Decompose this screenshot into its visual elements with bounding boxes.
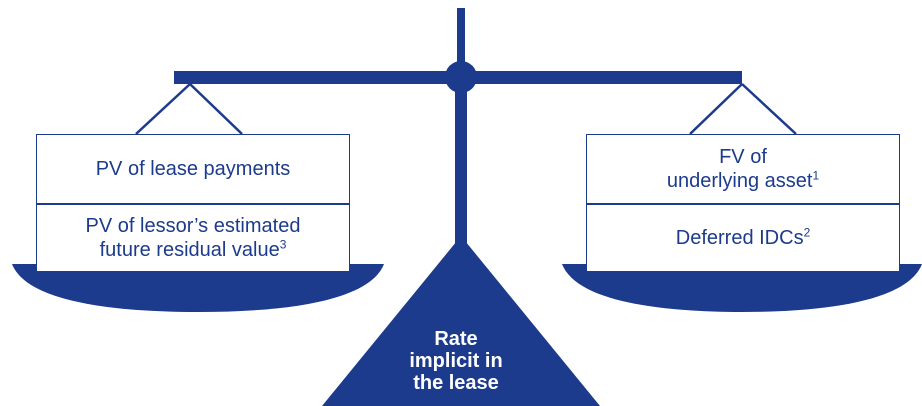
right-top-box-line2: underlying asset: [666, 170, 813, 192]
fulcrum-label-line3: the lease: [413, 372, 499, 394]
right-hanger: [689, 83, 797, 135]
left-hanger: [135, 83, 243, 135]
fulcrum-label: Rate implicit in the lease: [382, 328, 530, 394]
right-top-box: FV of underlying asset1: [586, 134, 900, 204]
right-top-box-line1: FV of: [719, 146, 767, 168]
left-bottom-box-line2: future residual value: [99, 239, 280, 261]
footnote-3: 3: [279, 237, 287, 252]
fulcrum-label-line2: implicit in: [409, 350, 503, 372]
left-top-box: PV of lease payments: [36, 134, 350, 204]
scale-finial: [457, 8, 465, 68]
fulcrum-label-line1: Rate: [434, 328, 478, 350]
left-pan: [12, 264, 384, 312]
footnote-2: 2: [803, 225, 811, 240]
fulcrum: [322, 236, 600, 406]
right-pan: [562, 264, 922, 312]
footnote-1: 1: [812, 168, 820, 183]
scale-pivot: [445, 61, 477, 93]
right-bottom-box-text: Deferred IDCs: [675, 227, 804, 249]
right-bottom-box: Deferred IDCs2: [586, 204, 900, 272]
left-bottom-box: PV of lessor’s estimated future residual…: [36, 204, 350, 272]
left-bottom-box-line1: PV of lessor’s estimated: [85, 215, 301, 237]
left-top-box-text: PV of lease payments: [95, 158, 291, 180]
